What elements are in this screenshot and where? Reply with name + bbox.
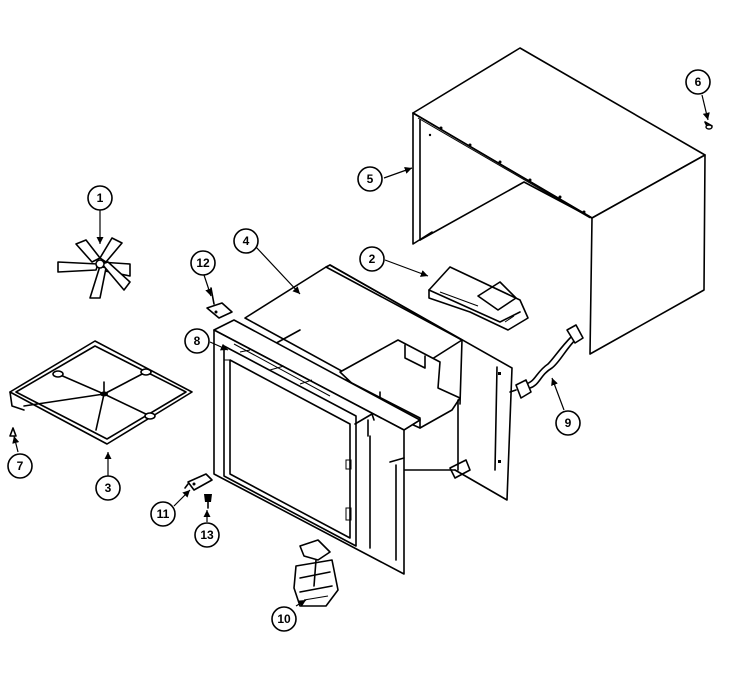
callout-8-label: 8 xyxy=(194,334,201,348)
callout-10: 10 xyxy=(271,606,297,632)
callout-6-label: 6 xyxy=(695,75,702,89)
hinge-block-part-10 xyxy=(293,539,339,607)
callout-10-label: 10 xyxy=(277,612,291,626)
callout-11-label: 11 xyxy=(157,507,170,521)
callout-7: 7 xyxy=(7,453,33,479)
power-cord-part-9 xyxy=(509,324,584,399)
stirrer-plate-part-3 xyxy=(9,340,193,445)
waveguide-cover-part-2 xyxy=(428,266,529,331)
callout-3-label: 3 xyxy=(105,481,112,495)
outer-cabinet-wrapper xyxy=(412,47,706,355)
callout-4: 4 xyxy=(233,228,259,254)
callout-9: 9 xyxy=(555,410,581,436)
callout-2: 2 xyxy=(359,246,385,272)
callout-5: 5 xyxy=(357,166,383,192)
callout-12: 12 xyxy=(190,250,216,276)
callout-1: 1 xyxy=(87,185,113,211)
callout-6: 6 xyxy=(685,69,711,95)
latch-part-11 xyxy=(184,473,213,491)
callout-1-label: 1 xyxy=(97,191,104,205)
leader-lines xyxy=(12,94,710,607)
fan-blade-part-1 xyxy=(57,237,131,299)
bracket-part-12 xyxy=(206,287,233,319)
callout-7-label: 7 xyxy=(17,459,24,473)
screw-part-13 xyxy=(204,494,212,509)
callout-9-label: 9 xyxy=(565,416,572,430)
callout-13: 13 xyxy=(194,522,220,548)
callout-4-label: 4 xyxy=(243,234,250,248)
callout-2-label: 2 xyxy=(369,252,376,266)
front-frame-part-8 xyxy=(213,319,421,575)
callout-13-label: 13 xyxy=(200,528,214,542)
callout-3: 3 xyxy=(95,475,121,501)
screw-part-6 xyxy=(704,121,713,130)
clip-part-7 xyxy=(9,427,17,437)
callout-11: 11 xyxy=(150,501,176,527)
callout-8: 8 xyxy=(184,328,210,354)
callout-5-label: 5 xyxy=(367,172,374,186)
callout-12-label: 12 xyxy=(196,256,210,270)
